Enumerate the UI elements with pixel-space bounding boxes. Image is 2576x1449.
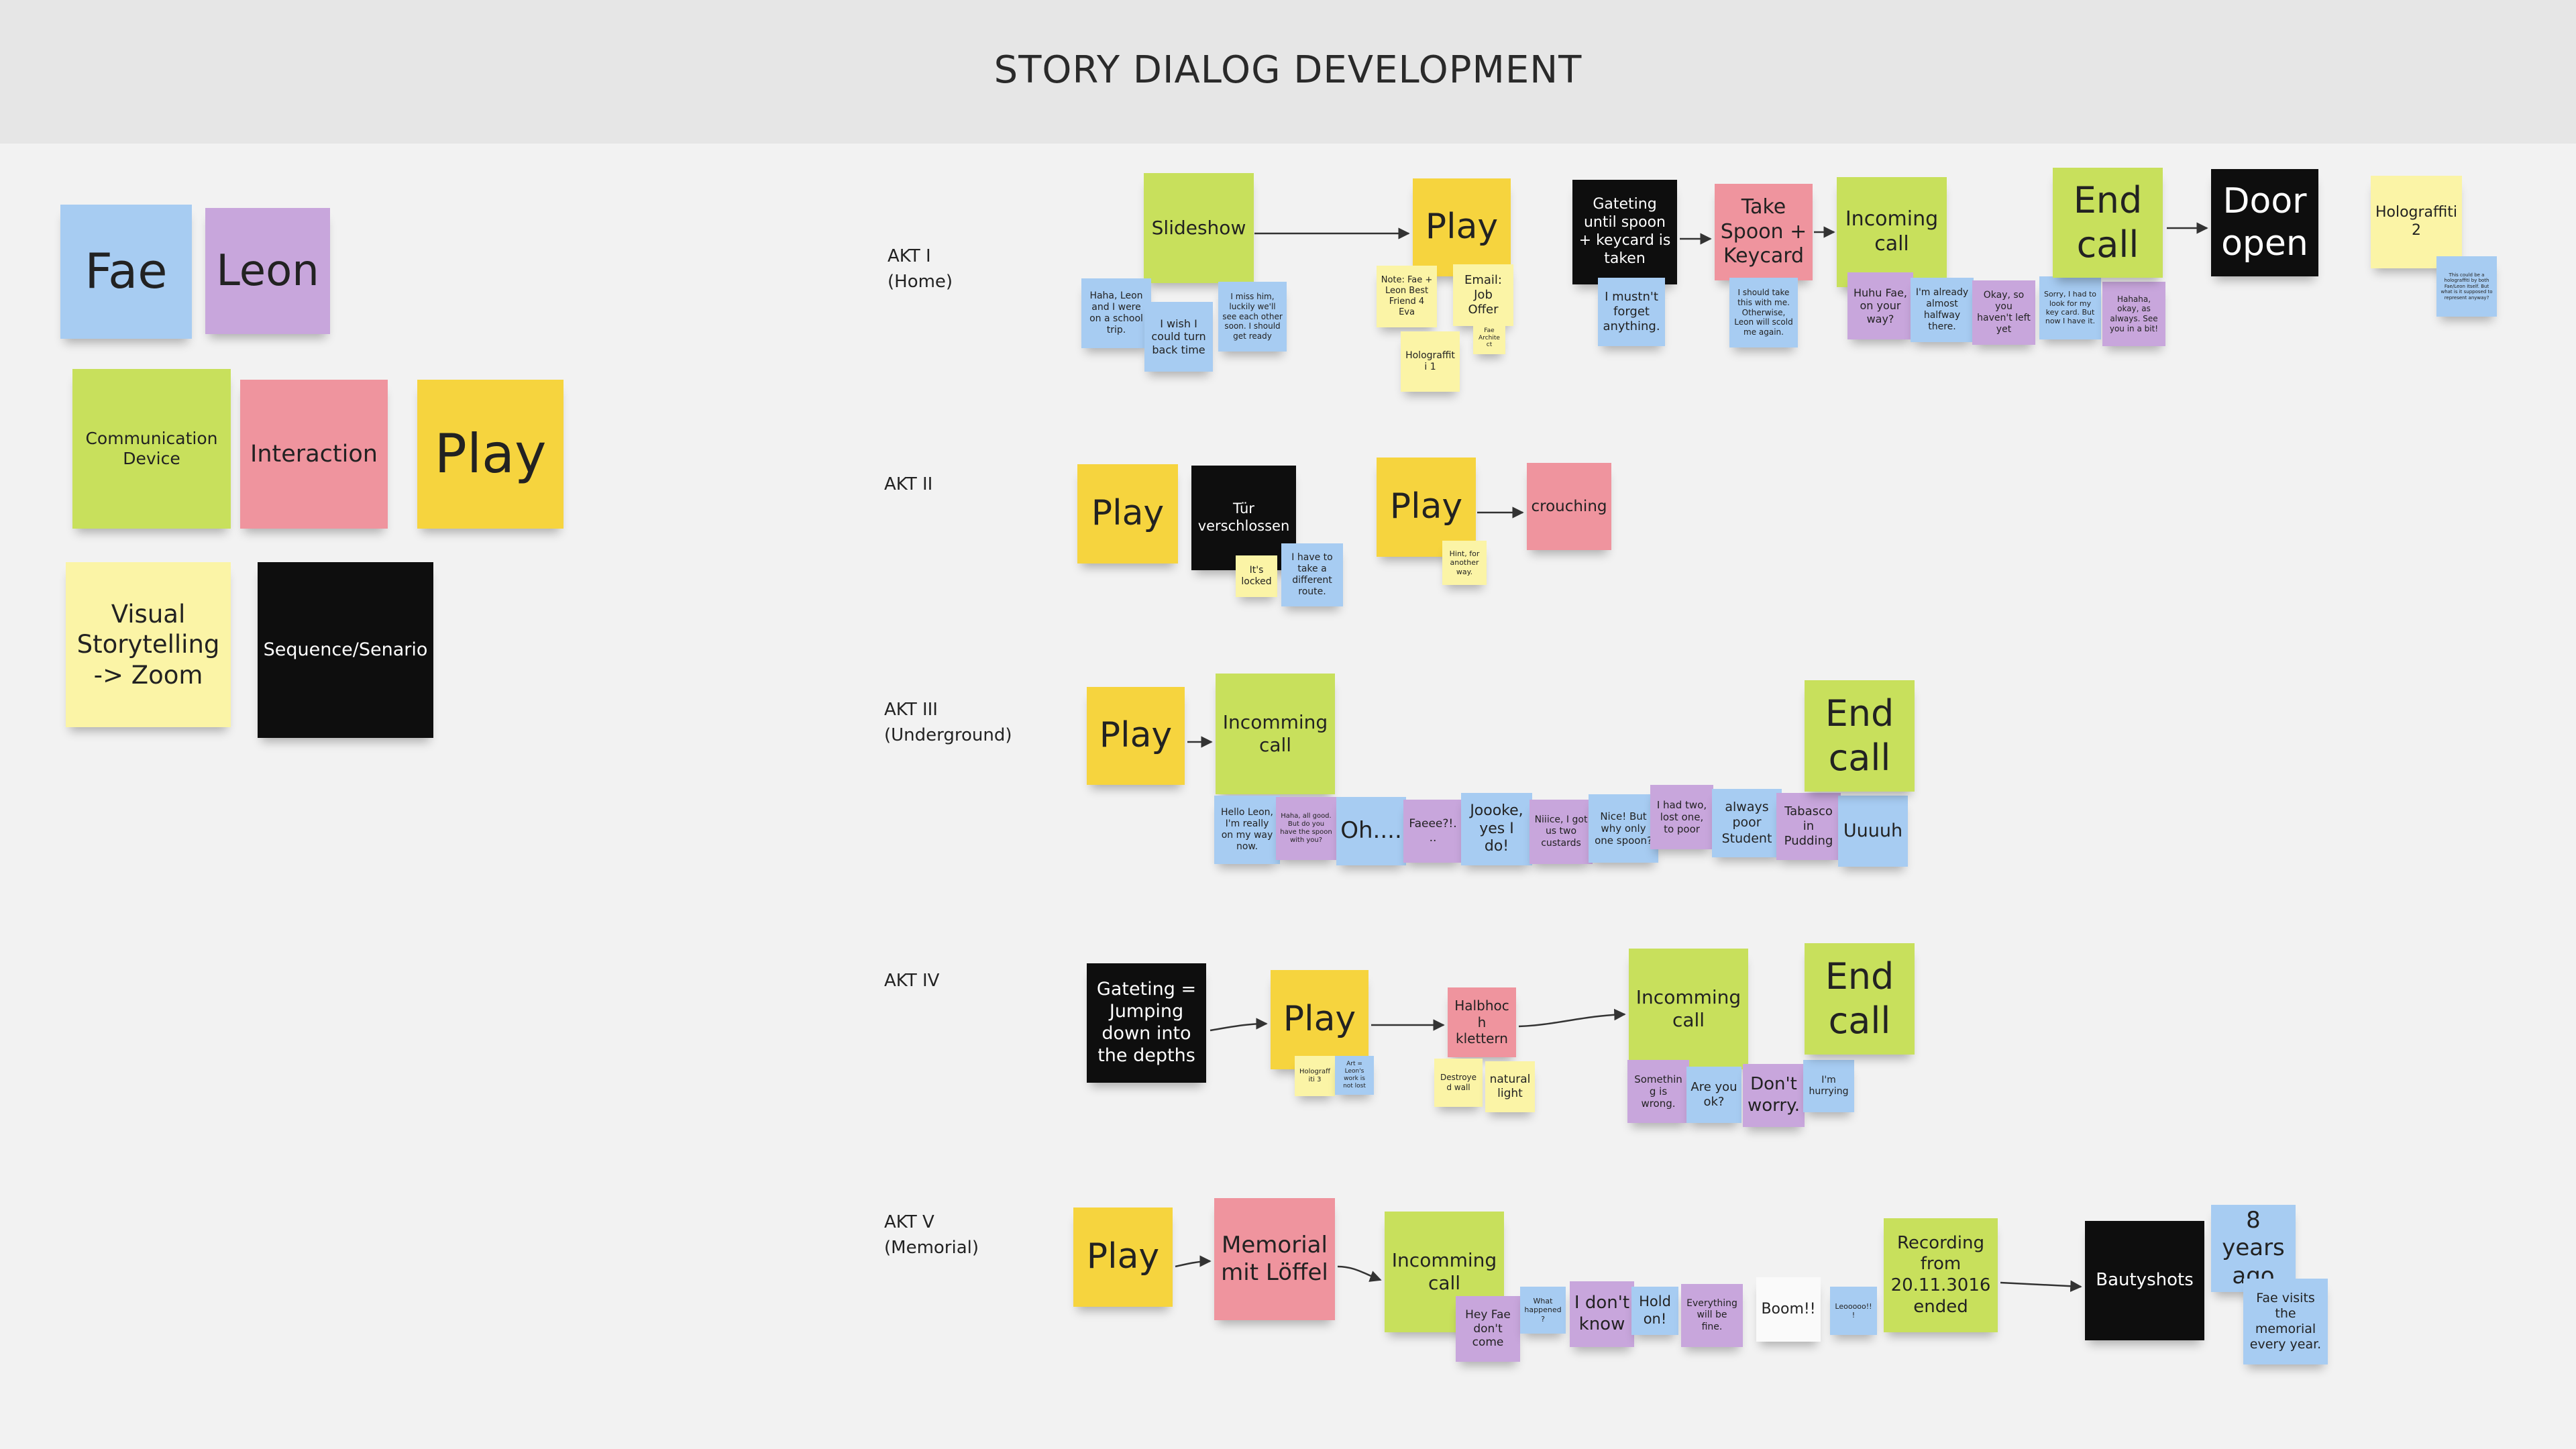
akt2-different-route-note[interactable]: I have to take a different route. [1281,543,1343,606]
arrow-gating-to-akt4-play [1210,1018,1268,1032]
akt4-gating-jump-note[interactable]: Gateting = Jumping down into the depths [1087,963,1206,1083]
akt4-art-leon-note[interactable]: Art = Leon's work is not lost [1335,1056,1374,1095]
akt5-hey-fae-note[interactable]: Hey Fae don't come [1456,1296,1520,1362]
legend-communication-device-note[interactable]: Communication Device [72,369,231,529]
akt3-faeee-note[interactable]: Faeee?!... [1403,800,1462,863]
akt1-take-spoon-keycard-note[interactable]: Take Spoon + Keycard [1715,184,1813,280]
akt5-leooo-note[interactable]: Leooooo!!! [1830,1287,1877,1335]
akt2-label: AKT II [884,474,933,494]
akt1-huhu-fae-note[interactable]: Huhu Fae, on your way? [1847,272,1913,339]
legend-visual-storytelling-note[interactable]: Visual Storytelling -> Zoom [66,562,231,727]
akt2-play-1-note[interactable]: Play [1077,464,1178,564]
akt1-hahaha-okay-note[interactable]: Hahaha, okay, as always. See you in a bi… [2102,282,2165,346]
akt5-boom-note[interactable]: Boom!! [1756,1277,1821,1342]
akt2-crouching-note[interactable]: crouching [1527,463,1611,550]
legend-sequence-note[interactable]: Sequence/Senario [258,562,433,738]
akt1-mustnt-forget-note[interactable]: I mustn't forget anything. [1598,278,1665,346]
akt4-incomming-call-note[interactable]: Incomming call [1629,949,1748,1069]
akt3-end-call-note[interactable]: End call [1805,680,1915,792]
akt5-play-note[interactable]: Play [1073,1208,1173,1307]
akt1-havent-left-note[interactable]: Okay, so you haven't left yet [1972,280,2035,345]
akt2-play-2-note[interactable]: Play [1377,458,1476,557]
akt1-holograffiti-2-detail-note[interactable]: This could be a holograffiti by both Fae… [2436,256,2497,317]
akt1-already-halfway-note[interactable]: I'm already almost halfway there. [1911,278,1974,342]
board-title: STORY DIALOG DEVELOPMENT [994,48,1582,92]
akt2-hint-note[interactable]: Hint, for another way. [1442,541,1487,585]
arrow-recording-to-bautyshots [2000,1280,2082,1292]
akt4-end-call-note[interactable]: End call [1805,943,1915,1055]
legend-play-note[interactable]: Play [417,380,564,529]
akt3-poor-student-note[interactable]: always poor Student [1712,789,1782,857]
akt3-nice-but-note[interactable]: Nice! But why only one spoon? [1589,794,1658,863]
akt5-bautyshots-note[interactable]: Bautyshots [2085,1221,2204,1340]
legend-leon-note[interactable]: Leon [205,208,330,334]
akt1-label: AKT I(Home) [888,246,953,292]
akt5-label: AKT V(Memorial) [884,1212,979,1258]
akt3-jooke-note[interactable]: Joooke, yes I do! [1461,793,1532,865]
akt4-halbhoch-klettern-note[interactable]: Halbhoch klettern [1448,987,1516,1057]
akt1-holograffiti-1-note[interactable]: Holograffiti 1 [1401,331,1460,392]
akt4-something-wrong-note[interactable]: Something is wrong. [1627,1060,1689,1123]
akt1-should-take-note[interactable]: I should take this with me. Otherwise, L… [1729,278,1798,347]
akt1-email-job-offer-note[interactable]: Email: Job Offer [1453,264,1513,326]
akt4-dont-worry-note[interactable]: Don't worry. [1743,1064,1805,1127]
akt1-gating-spoon-keycard-note[interactable]: Gateting until spoon + keycard is taken [1572,180,1677,284]
akt4-label: AKT IV [884,971,940,991]
akt3-label: AKT III(Underground) [884,700,1012,745]
legend-fae-note[interactable]: Fae [60,205,192,339]
akt1-fae-architect-note[interactable]: Fae Architect [1473,322,1505,354]
akt3-incomming-call-note[interactable]: Incomming call [1216,674,1335,794]
akt2-tuer-verschlossen-note[interactable]: Tür verschlossen [1191,466,1296,570]
akt4-destroyed-wall-note[interactable]: Destroyed wall [1434,1059,1483,1107]
akt5-memorial-loeffel-note[interactable]: Memorial mit Löffel [1214,1198,1335,1320]
akt1-incoming-call-note[interactable]: Incoming call [1837,177,1947,287]
akt1-fae-miss-note[interactable]: I miss him, luckily we'll see each other… [1218,282,1287,352]
akt1-sorry-keycard-note[interactable]: Sorry, I had to look for my key card. Bu… [2039,276,2101,339]
arrow-memorial-to-call [1337,1265,1382,1282]
akt4-natural-light-note[interactable]: natural light [1485,1061,1535,1112]
akt5-hold-on-note[interactable]: Hold on! [1631,1287,1678,1335]
akt1-note-best-friends[interactable]: Note: Fae + Leon Best Friend 4 Eva [1377,266,1437,327]
akt3-hello-leon-note[interactable]: Hello Leon, I'm really on my way now. [1214,796,1280,864]
akt4-play-note[interactable]: Play [1271,970,1368,1069]
akt4-are-you-ok-note[interactable]: Are you ok? [1686,1067,1741,1123]
akt2-its-locked-note[interactable]: It's locked [1236,555,1277,597]
akt1-door-open-note[interactable]: Door open [2211,169,2318,276]
akt3-oh-note[interactable]: Oh.... [1336,797,1406,865]
akt1-end-call-note[interactable]: End call [2053,168,2163,278]
akt5-recording-ended-note[interactable]: Recording from 20.11.3016 ended [1884,1218,1998,1332]
akt5-years-ago-note[interactable]: 8 years ago [2211,1205,2296,1292]
akt5-dont-know-note[interactable]: I don't know [1570,1281,1634,1347]
arrow-akt5-play-to-memorial [1175,1255,1212,1268]
akt3-had-two-note[interactable]: I had two, lost one, to poor [1650,785,1713,849]
akt1-holograffiti-2-note[interactable]: Holograffiti 2 [2371,176,2462,268]
akt1-fae-wish-note[interactable]: I wish I could turn back time [1144,302,1213,372]
board-header: STORY DIALOG DEVELOPMENT [0,0,2576,144]
akt3-play-note[interactable]: Play [1087,687,1185,785]
akt4-holograffiti-3-note[interactable]: Holograffiti 3 [1295,1056,1335,1096]
akt4-hurrying-note[interactable]: I'm hurrying [1803,1060,1854,1112]
akt3-tabasco-note[interactable]: Tabasco in Pudding [1776,793,1841,860]
akt5-what-happened-note[interactable]: What happened? [1520,1287,1566,1334]
legend-interaction-note[interactable]: Interaction [240,380,388,529]
akt3-niiice-note[interactable]: Niiice, I got us two custards [1529,800,1593,864]
akt3-haha-all-good-note[interactable]: Haha, all good. But do you have the spoo… [1276,797,1336,860]
akt3-uuuuh-note[interactable]: Uuuuh [1838,796,1908,867]
arrow-halbhoch-to-call [1518,1008,1626,1028]
akt1-slideshow-note[interactable]: Slideshow [1144,173,1254,283]
akt5-everything-fine-note[interactable]: Everything will be fine. [1681,1284,1743,1347]
akt1-play-note[interactable]: Play [1413,178,1511,276]
akt1-fae-school-trip-note[interactable]: Haha, Leon and I were on a school trip. [1081,278,1151,348]
akt5-fae-visits-note[interactable]: Fae visits the memorial every year. [2243,1279,2328,1364]
